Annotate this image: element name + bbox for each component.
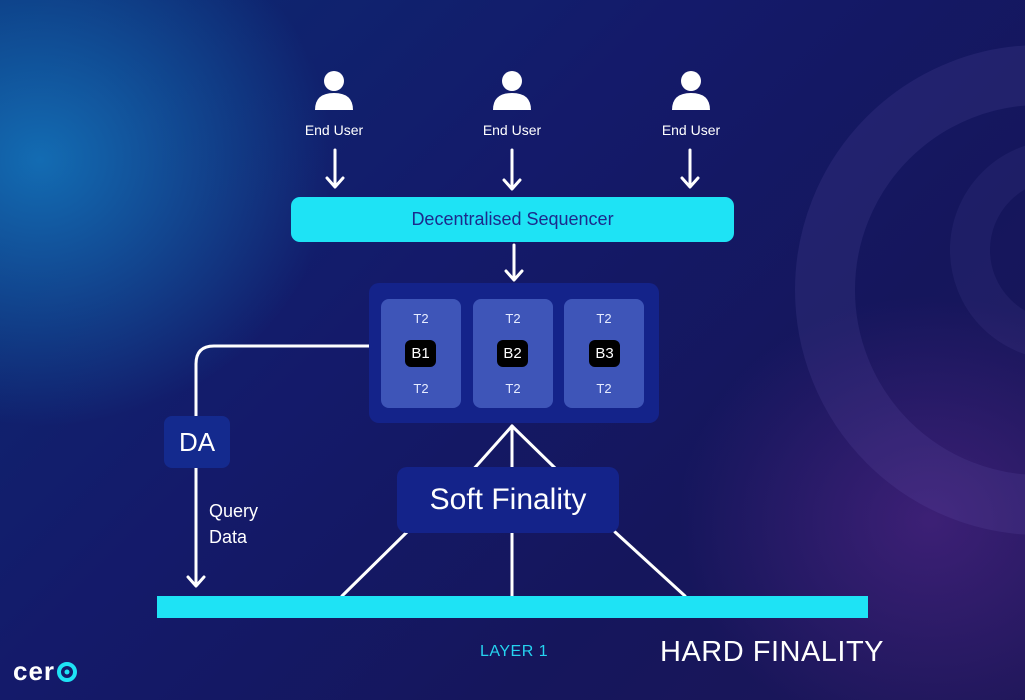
user-label: End User [304, 122, 364, 138]
query-data-label: Query Data [209, 498, 258, 550]
user-label: End User [661, 122, 721, 138]
arrow-down-icon [502, 148, 522, 191]
cero-logo: cer [13, 656, 78, 687]
block-bottom-label: T2 [413, 381, 429, 396]
block-id-badge: B2 [497, 340, 528, 367]
person-icon [491, 69, 533, 116]
block-top-label: T2 [505, 311, 521, 326]
query-label-line: Data [209, 527, 248, 547]
arrow-down-icon [504, 243, 524, 282]
logo-text: cer [13, 656, 56, 686]
arrow-down-icon [680, 148, 700, 189]
query-label-line: Query [209, 501, 259, 521]
block-top-label: T2 [596, 311, 612, 326]
da-box: DA [164, 416, 230, 468]
layer1-bar [157, 596, 868, 618]
block-bottom-label: T2 [596, 381, 612, 396]
person-icon [313, 69, 355, 116]
layer1-label: LAYER 1 [480, 643, 549, 660]
person-icon [670, 69, 712, 116]
block-top-label: T2 [413, 311, 429, 326]
block-id-badge: B1 [405, 340, 436, 367]
block-id-badge: B3 [589, 340, 620, 367]
user-label: End User [482, 122, 542, 138]
hard-finality-label: HARD FINALITY [660, 636, 885, 668]
soft-finality-box: Soft Finality [397, 467, 619, 533]
logo-o-icon [57, 662, 78, 682]
decentralised-sequencer: Decentralised Sequencer [291, 197, 734, 242]
arrow-down-icon [325, 148, 345, 189]
block-bottom-label: T2 [505, 381, 521, 396]
